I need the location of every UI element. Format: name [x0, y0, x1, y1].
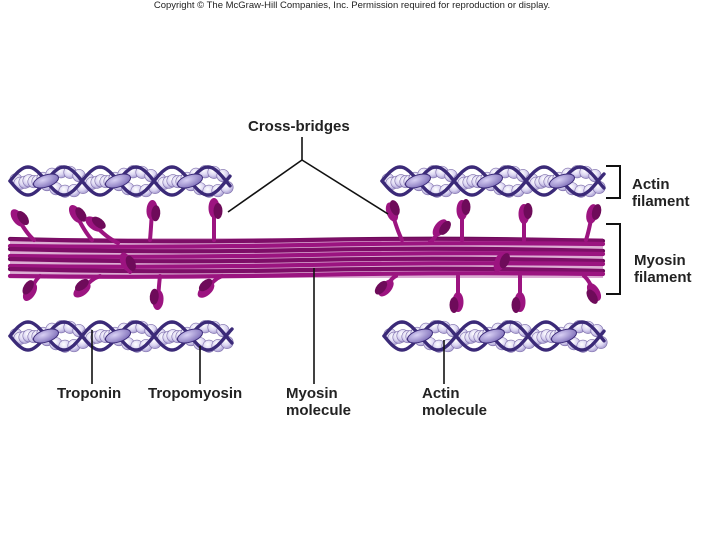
myosin-head — [71, 276, 100, 300]
myosin-head-lobe — [512, 297, 521, 313]
myosin-head — [584, 276, 604, 306]
myosin-filament-bracket — [606, 224, 620, 294]
myosin-head — [195, 276, 222, 301]
cross-bridges-leader-left — [228, 160, 302, 212]
actin-filament-top-left — [10, 166, 233, 198]
myosin-head — [512, 276, 526, 313]
troponin-label: Troponin — [57, 385, 121, 402]
cross-bridges-leader-right — [302, 160, 388, 214]
myosin-head — [450, 276, 464, 313]
myosin-head — [8, 207, 34, 240]
myosin-head — [149, 276, 164, 310]
tropomyosin-label: Tropomyosin — [148, 385, 242, 402]
myosin-molecule-label: Myosin molecule — [286, 385, 351, 419]
myosin-head — [209, 198, 223, 240]
myosin-head-lobe — [462, 199, 471, 215]
actin-filament-bracket — [606, 166, 620, 198]
myosin-head — [383, 199, 402, 240]
actin-molecule-label: Actin molecule — [422, 385, 487, 419]
myosin-head — [20, 276, 40, 303]
actin-filament-top-right — [382, 166, 605, 198]
myosin-filament-label: Myosin filament — [634, 252, 692, 286]
myosin-molecule-label-line2: molecule — [286, 402, 351, 419]
myosin-head-lobe — [214, 203, 223, 219]
myosin-head-lobe — [524, 203, 533, 219]
myosin-filament-label-line2: filament — [634, 269, 692, 286]
myosin-molecule-label-line1: Myosin — [286, 385, 351, 402]
actin-filament-bottom-right — [384, 321, 607, 353]
myosin-core — [10, 238, 603, 278]
myosin-head — [457, 199, 471, 240]
actin-filament-label: Actin filament — [632, 176, 690, 210]
myosin-filament — [8, 198, 604, 313]
myosin-head-lobe — [450, 297, 459, 313]
myosin-head — [584, 203, 602, 240]
actin-molecule-label-line2: molecule — [422, 402, 487, 419]
actin-molecule-label-line1: Actin — [422, 385, 487, 402]
myosin-head — [146, 200, 161, 240]
actin-filament-label-line2: filament — [632, 193, 690, 210]
myosin-head — [519, 203, 533, 240]
cross-bridges-label: Cross-bridges — [248, 118, 350, 135]
myosin-head — [372, 276, 396, 299]
actin-filament-label-line1: Actin — [632, 176, 690, 193]
myosin-filament-label-line1: Myosin — [634, 252, 692, 269]
